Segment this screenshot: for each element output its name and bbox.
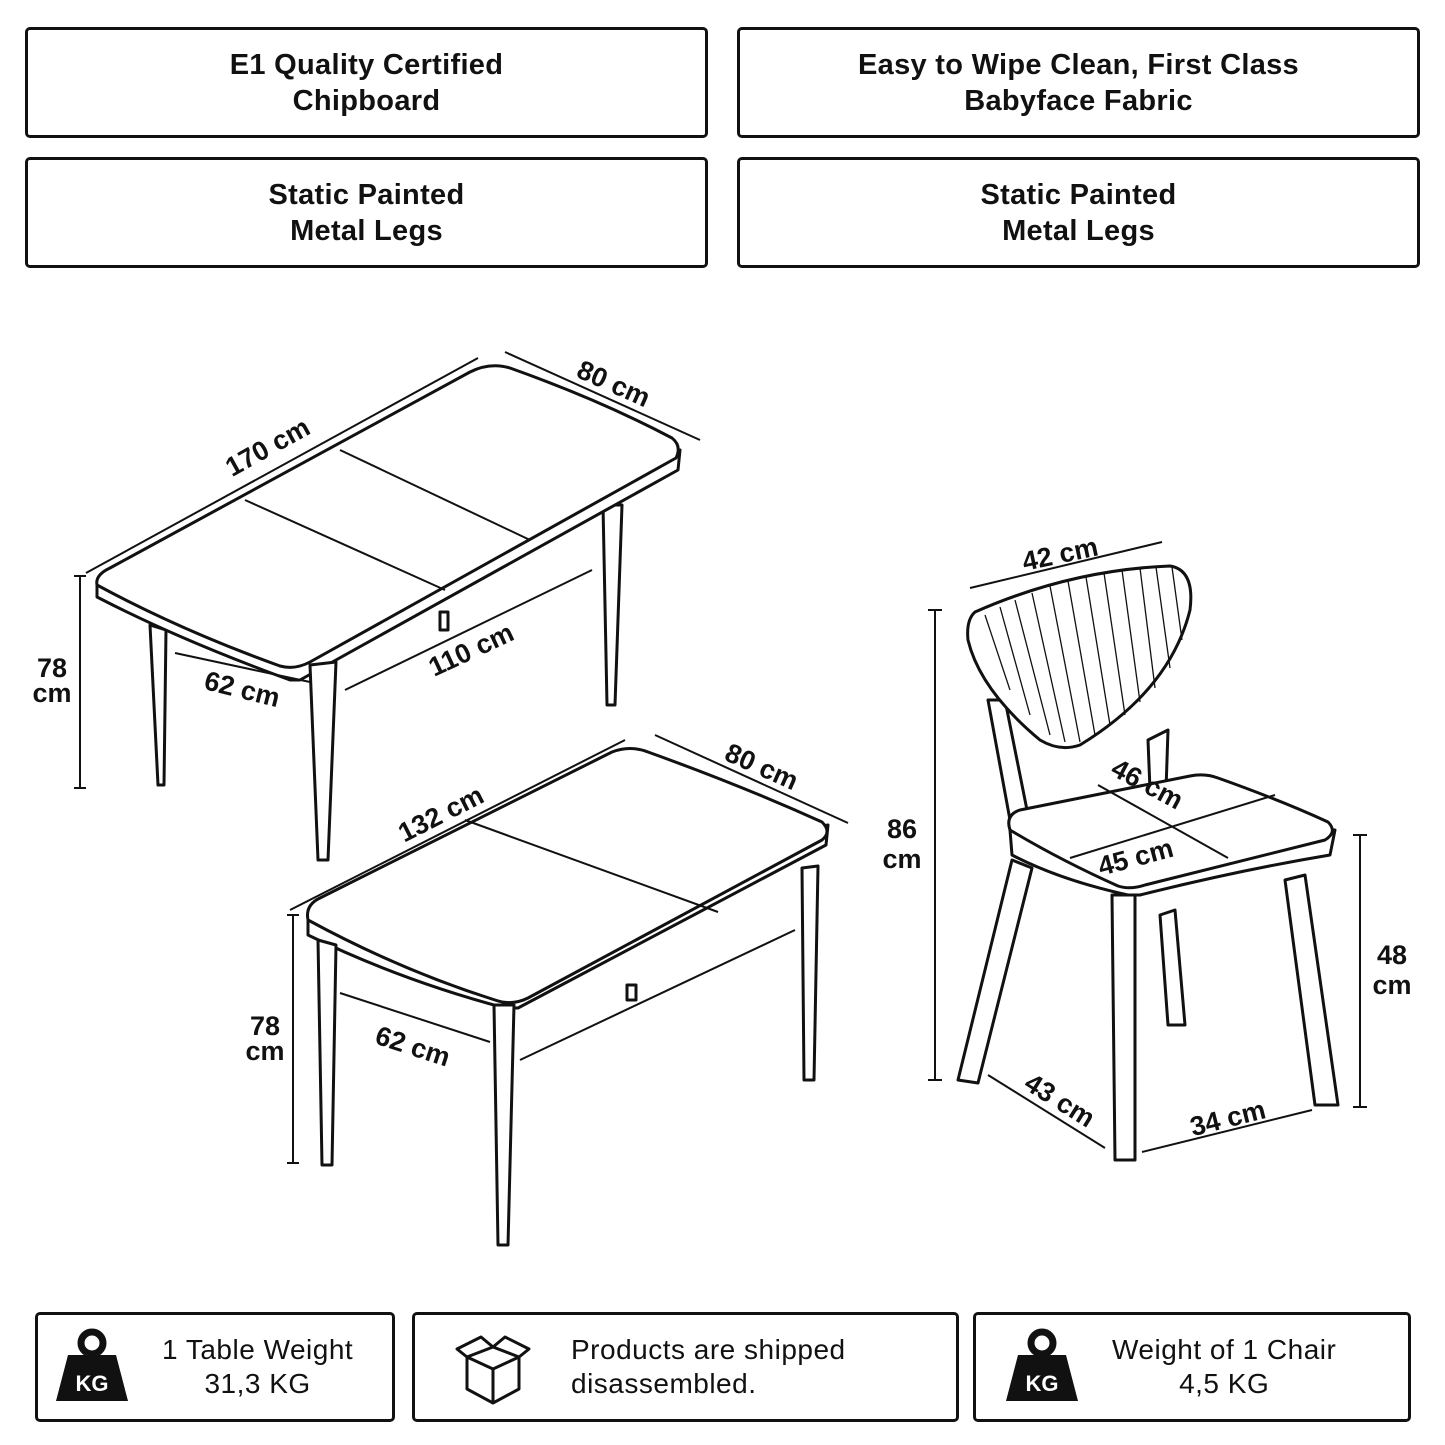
table-leg (438, 610, 450, 632)
back-width-label: 42 cm (1020, 532, 1101, 577)
table-leg (148, 623, 168, 787)
height-value: 78 (37, 653, 67, 683)
leg-span-long-label: 110 cm (424, 617, 518, 682)
info-line: 1 Table Weight (162, 1334, 354, 1365)
table-weight-box: KG 1 Table Weight 31,3 KG (35, 1312, 395, 1422)
feature-line: Easy to Wipe Clean, First Class (858, 48, 1299, 81)
chair-height-value: 86 (887, 814, 917, 844)
leg-width-label: 34 cm (1187, 1094, 1269, 1142)
feature-fabric: Easy to Wipe Clean, First Class Babyface… (737, 27, 1420, 138)
info-line: Weight of 1 Chair (1112, 1334, 1337, 1365)
feature-line: Babyface Fabric (964, 84, 1193, 117)
table-leg (492, 1003, 516, 1247)
svg-text:KG: KG (1026, 1371, 1059, 1396)
info-line: 31,3 KG (204, 1368, 311, 1399)
feature-line: Metal Legs (1002, 214, 1155, 247)
svg-text:KG: KG (76, 1371, 109, 1396)
info-line: disassembled. (571, 1368, 757, 1399)
shipping-box: Products are shipped disassembled. (412, 1312, 959, 1422)
leg-depth-label: 43 cm (1019, 1067, 1100, 1133)
chair-leg (1283, 873, 1340, 1107)
table-leg (800, 864, 820, 1082)
chair-height-unit: cm (882, 844, 921, 874)
table-leg (601, 503, 624, 707)
feature-table-legs: Static Painted Metal Legs (25, 157, 708, 268)
height-unit: cm (245, 1036, 284, 1066)
info-line: Products are shipped (571, 1334, 846, 1365)
leg-span-short-label: 62 cm (372, 1020, 454, 1072)
seat-height-value: 48 (1377, 940, 1407, 970)
height-unit: cm (32, 678, 71, 708)
chair: 42 cm 86 cm 46 cm 45 cm 48 cm 43 cm 34 c… (882, 532, 1412, 1162)
feature-line: Chipboard (292, 84, 441, 117)
table-top (95, 364, 680, 669)
chair-leg (1110, 893, 1137, 1162)
kg-weight-icon: KG (1006, 1328, 1078, 1401)
table-leg (625, 983, 638, 1002)
table-leg (316, 938, 338, 1167)
table-leg (308, 660, 338, 862)
feature-line: Static Painted (268, 178, 465, 211)
height-value: 78 (250, 1011, 280, 1041)
seat-height-unit: cm (1372, 970, 1411, 1000)
chair-leg (1158, 908, 1187, 1027)
feature-chipboard: E1 Quality Certified Chipboard (25, 27, 708, 138)
chair-backrest (966, 564, 1193, 750)
feature-line: E1 Quality Certified (229, 48, 504, 81)
kg-weight-icon: KG (56, 1328, 128, 1401)
chair-leg (956, 858, 1034, 1085)
closed-table: 132 cm 80 cm 78 cm 62 cm (245, 734, 849, 1247)
chair-weight-box: KG Weight of 1 Chair 4,5 KG (973, 1312, 1411, 1422)
feature-line: Static Painted (980, 178, 1177, 211)
table-top (306, 747, 829, 1005)
feature-line: Metal Legs (290, 214, 443, 247)
open-box-icon (455, 1335, 531, 1405)
info-line: 4,5 KG (1179, 1368, 1270, 1399)
feature-chair-legs: Static Painted Metal Legs (737, 157, 1420, 268)
